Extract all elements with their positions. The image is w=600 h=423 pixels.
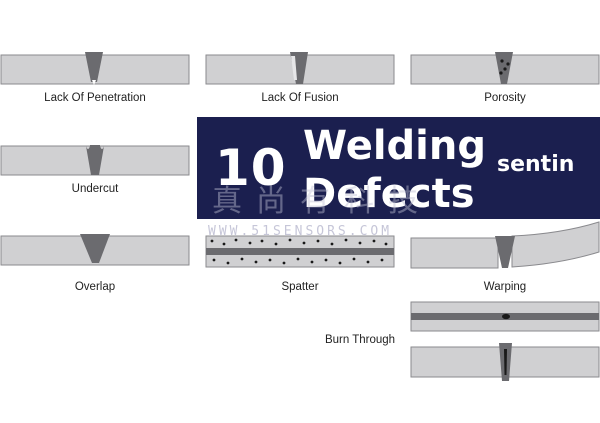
label-overlap: Overlap (74, 281, 116, 293)
label-warping: Warping (483, 281, 527, 293)
label-undercut: Undercut (71, 183, 119, 195)
label-spatter: Spatter (281, 281, 319, 293)
banner-number: 10 (215, 139, 287, 197)
burn-through-illustration (410, 301, 600, 381)
banner-title-line1: Welding (303, 123, 486, 169)
banner-title-line2: Defects (303, 171, 475, 217)
watermark-chinese: 真尚有科技 (212, 184, 432, 219)
overlap-illustration (0, 234, 190, 266)
porosity-illustration (410, 52, 600, 85)
brand-logo: sentin (497, 152, 575, 177)
spatter-illustration (205, 235, 395, 268)
label-burn-through: Burn Through (324, 334, 396, 346)
label-lack-of-fusion: Lack Of Fusion (261, 92, 339, 104)
undercut-illustration (0, 145, 190, 176)
label-lack-of-penetration: Lack Of Penetration (44, 92, 146, 104)
title-banner: 10 Welding Defects sentin (197, 117, 600, 219)
warping-illustration (410, 221, 600, 269)
label-porosity: Porosity (484, 92, 526, 104)
lack-of-penetration-illustration (0, 52, 190, 85)
lack-of-fusion-illustration (205, 52, 395, 85)
watermark-url: WWW.51SENSORS.COM (208, 224, 393, 239)
